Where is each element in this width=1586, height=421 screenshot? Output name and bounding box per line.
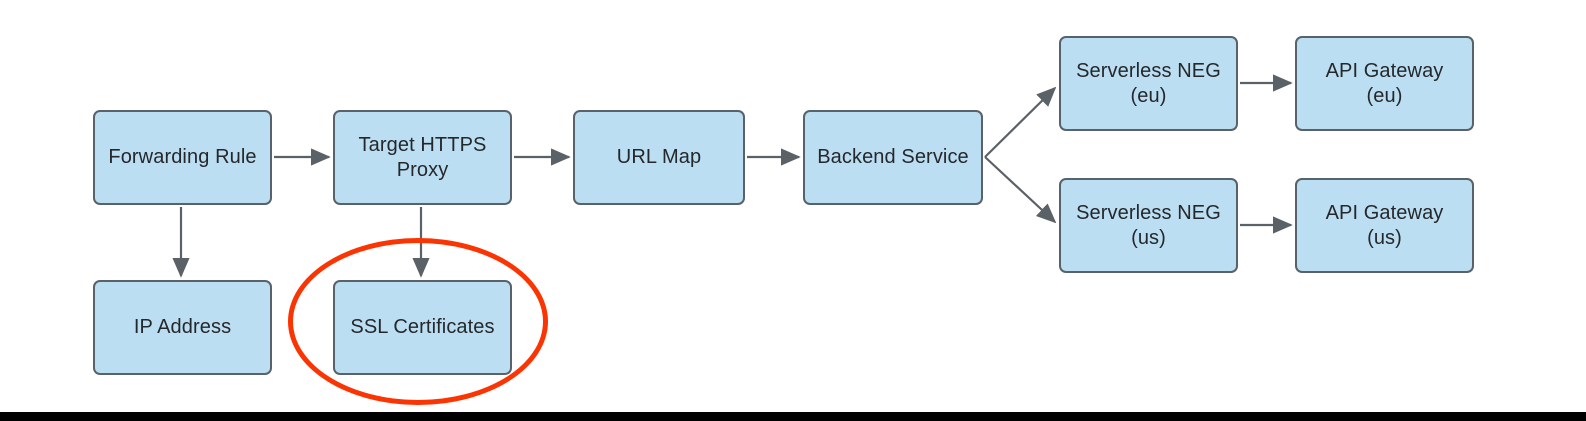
bottom-bar xyxy=(0,412,1586,421)
node-serverless-neg-eu[interactable]: Serverless NEG (eu) xyxy=(1059,36,1238,131)
node-target-https-proxy[interactable]: Target HTTPS Proxy xyxy=(333,110,512,205)
node-ssl-certificates[interactable]: SSL Certificates xyxy=(333,280,512,375)
node-serverless-neg-us[interactable]: Serverless NEG (us) xyxy=(1059,178,1238,273)
node-api-gateway-eu[interactable]: API Gateway (eu) xyxy=(1295,36,1474,131)
node-forwarding-rule[interactable]: Forwarding Rule xyxy=(93,110,272,205)
node-ip-address[interactable]: IP Address xyxy=(93,280,272,375)
edge-backend-to-neg-us xyxy=(984,156,1057,224)
node-backend-service[interactable]: Backend Service xyxy=(803,110,983,205)
edge-backend-to-neg-eu xyxy=(984,86,1057,158)
node-api-gateway-us[interactable]: API Gateway (us) xyxy=(1295,178,1474,273)
node-url-map[interactable]: URL Map xyxy=(573,110,745,205)
